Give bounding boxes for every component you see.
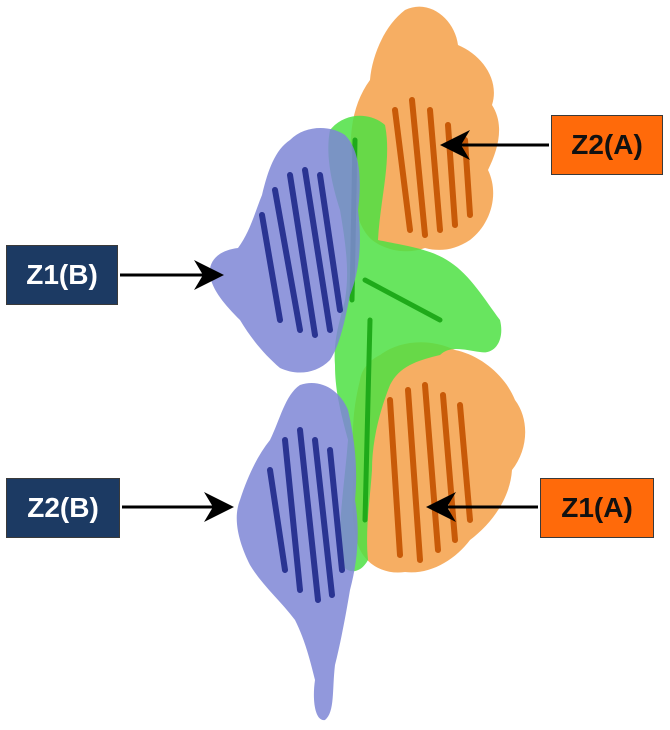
- chain-a-cartoon: [387, 97, 473, 563]
- chain-b-surface: [209, 128, 360, 721]
- arrows: [120, 130, 549, 522]
- linker-surface: [328, 115, 502, 572]
- label-z1a: Z1(A): [540, 478, 654, 538]
- label-z2b: Z2(B): [6, 478, 120, 538]
- chain-b-cartoon: [259, 167, 345, 603]
- label-z1b: Z1(B): [6, 245, 118, 305]
- chain-a-surface: [350, 6, 526, 573]
- label-z2a: Z2(A): [551, 115, 663, 175]
